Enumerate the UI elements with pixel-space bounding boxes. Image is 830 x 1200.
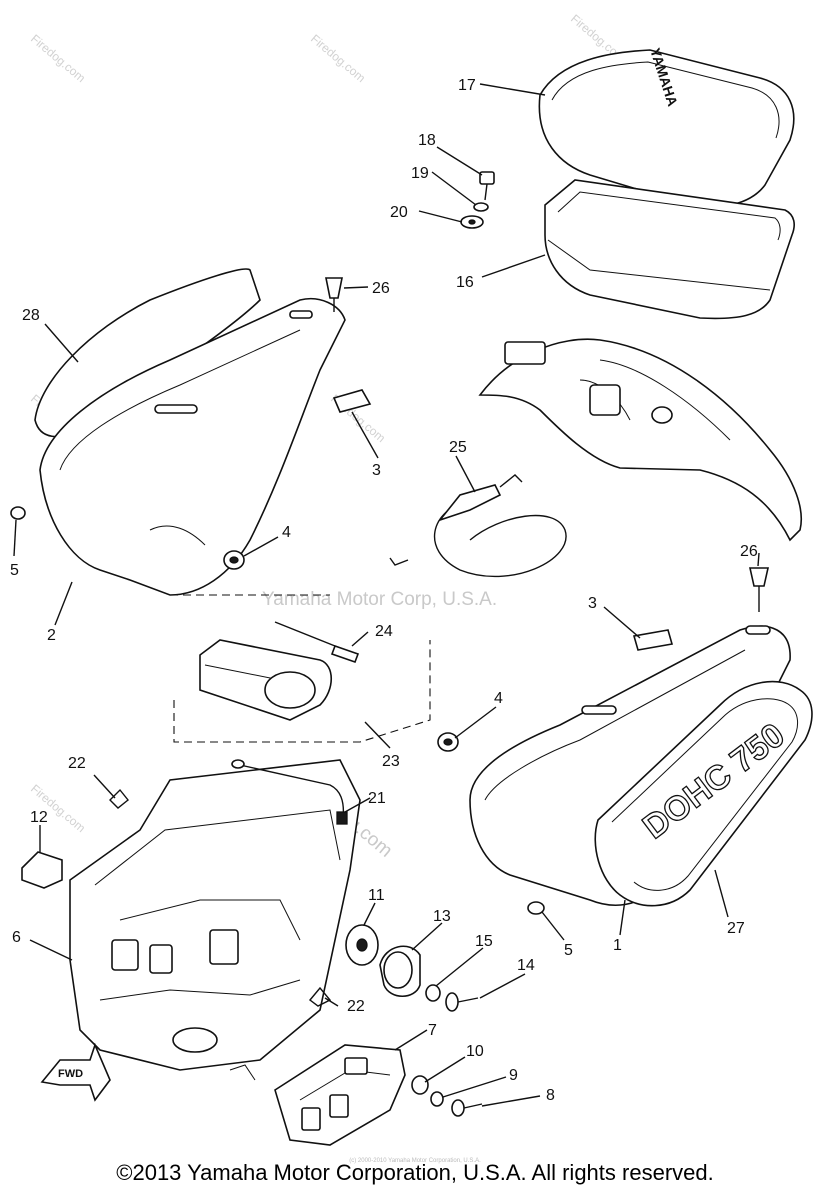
fuse-box-7-part (274, 1044, 406, 1146)
grommet-4-left (223, 550, 245, 570)
callout-18: 18 (418, 132, 436, 149)
callout-1: 1 (613, 937, 622, 954)
screwdriver-24 (274, 621, 360, 664)
callout-5-right: 5 (564, 942, 573, 959)
fwd-label: FWD (58, 1068, 83, 1080)
callout-3-right: 3 (588, 595, 597, 612)
callout-16: 16 (456, 274, 474, 291)
grommet-4-right (437, 732, 459, 752)
rear-fender-part (478, 338, 802, 542)
washer-15 (425, 984, 441, 1002)
callout-7: 7 (428, 1022, 437, 1039)
strap-21-part (231, 759, 348, 825)
block-12 (21, 851, 63, 889)
callout-5-left: 5 (10, 562, 19, 579)
callout-4-left: 4 (282, 524, 291, 541)
bolt-18 (479, 171, 495, 201)
knob-26-right (749, 567, 769, 612)
battery-box-6-part (69, 759, 361, 1081)
callout-11: 11 (368, 887, 385, 904)
callout-6: 6 (12, 929, 21, 946)
cable-25-part (389, 474, 567, 578)
copyright-notice: ©2013 Yamaha Motor Corporation, U.S.A. A… (116, 1160, 714, 1185)
side-cover-left-part (34, 268, 346, 596)
callout-15: 15 (475, 933, 493, 950)
callout-21: 21 (368, 790, 386, 807)
grommet-5-right (527, 901, 545, 915)
callout-8: 8 (546, 1087, 555, 1104)
clip-22-bottom (308, 986, 332, 1007)
callout-27: 27 (727, 920, 745, 937)
callout-22-top: 22 (68, 755, 86, 772)
tool-kit-23-part (199, 639, 333, 721)
callout-22-bottom: 22 (347, 998, 365, 1015)
callout-4-right: 4 (494, 690, 503, 707)
callout-2: 2 (47, 627, 56, 644)
toolbox-lid-part: YAMAHA (538, 46, 795, 208)
washer-10 (411, 1075, 429, 1095)
toolbox-part (544, 179, 795, 320)
clip-3-right (632, 629, 674, 651)
callout-23: 23 (382, 753, 400, 770)
clip-22-top (109, 788, 129, 809)
callout-26-top: 26 (372, 280, 390, 297)
damper-11 (345, 924, 379, 966)
callout-19: 19 (411, 165, 429, 182)
watermark: Firedog.com (28, 32, 88, 86)
leader-lines (13, 83, 760, 1107)
source-line: (c) 2000-2010 Yamaha Motor Corporation, … (349, 1158, 481, 1164)
damper-13 (379, 945, 421, 998)
callout-17: 17 (458, 77, 476, 94)
callout-26-right: 26 (740, 543, 758, 560)
screw-8 (451, 1099, 483, 1117)
callout-3-top: 3 (372, 462, 381, 479)
callout-14: 14 (517, 957, 535, 974)
callout-20: 20 (390, 204, 408, 221)
callout-labels: 17 18 19 20 16 28 26 3 4 5 2 25 26 3 24 … (10, 77, 758, 1104)
callout-9: 9 (509, 1067, 518, 1084)
grommet-5-left (10, 506, 26, 520)
knob-26-top (325, 277, 343, 312)
callout-24: 24 (375, 623, 393, 640)
clip-3-top (332, 389, 372, 413)
bolt-14 (445, 992, 479, 1012)
side-cover-right-part (469, 625, 791, 906)
washer-9 (430, 1091, 444, 1107)
kit-bracket-23 (173, 640, 431, 743)
callout-10: 10 (466, 1043, 484, 1060)
watermark-center: Yamaha Motor Corp, U.S.A. (262, 589, 497, 610)
callout-25: 25 (449, 439, 467, 456)
callout-13: 13 (433, 908, 451, 925)
washer-19 (473, 202, 489, 212)
watermark: Firedog.com (308, 32, 368, 86)
callout-28: 28 (22, 307, 40, 324)
callout-12: 12 (30, 809, 48, 826)
fwd-arrow: FWD (40, 1042, 111, 1102)
